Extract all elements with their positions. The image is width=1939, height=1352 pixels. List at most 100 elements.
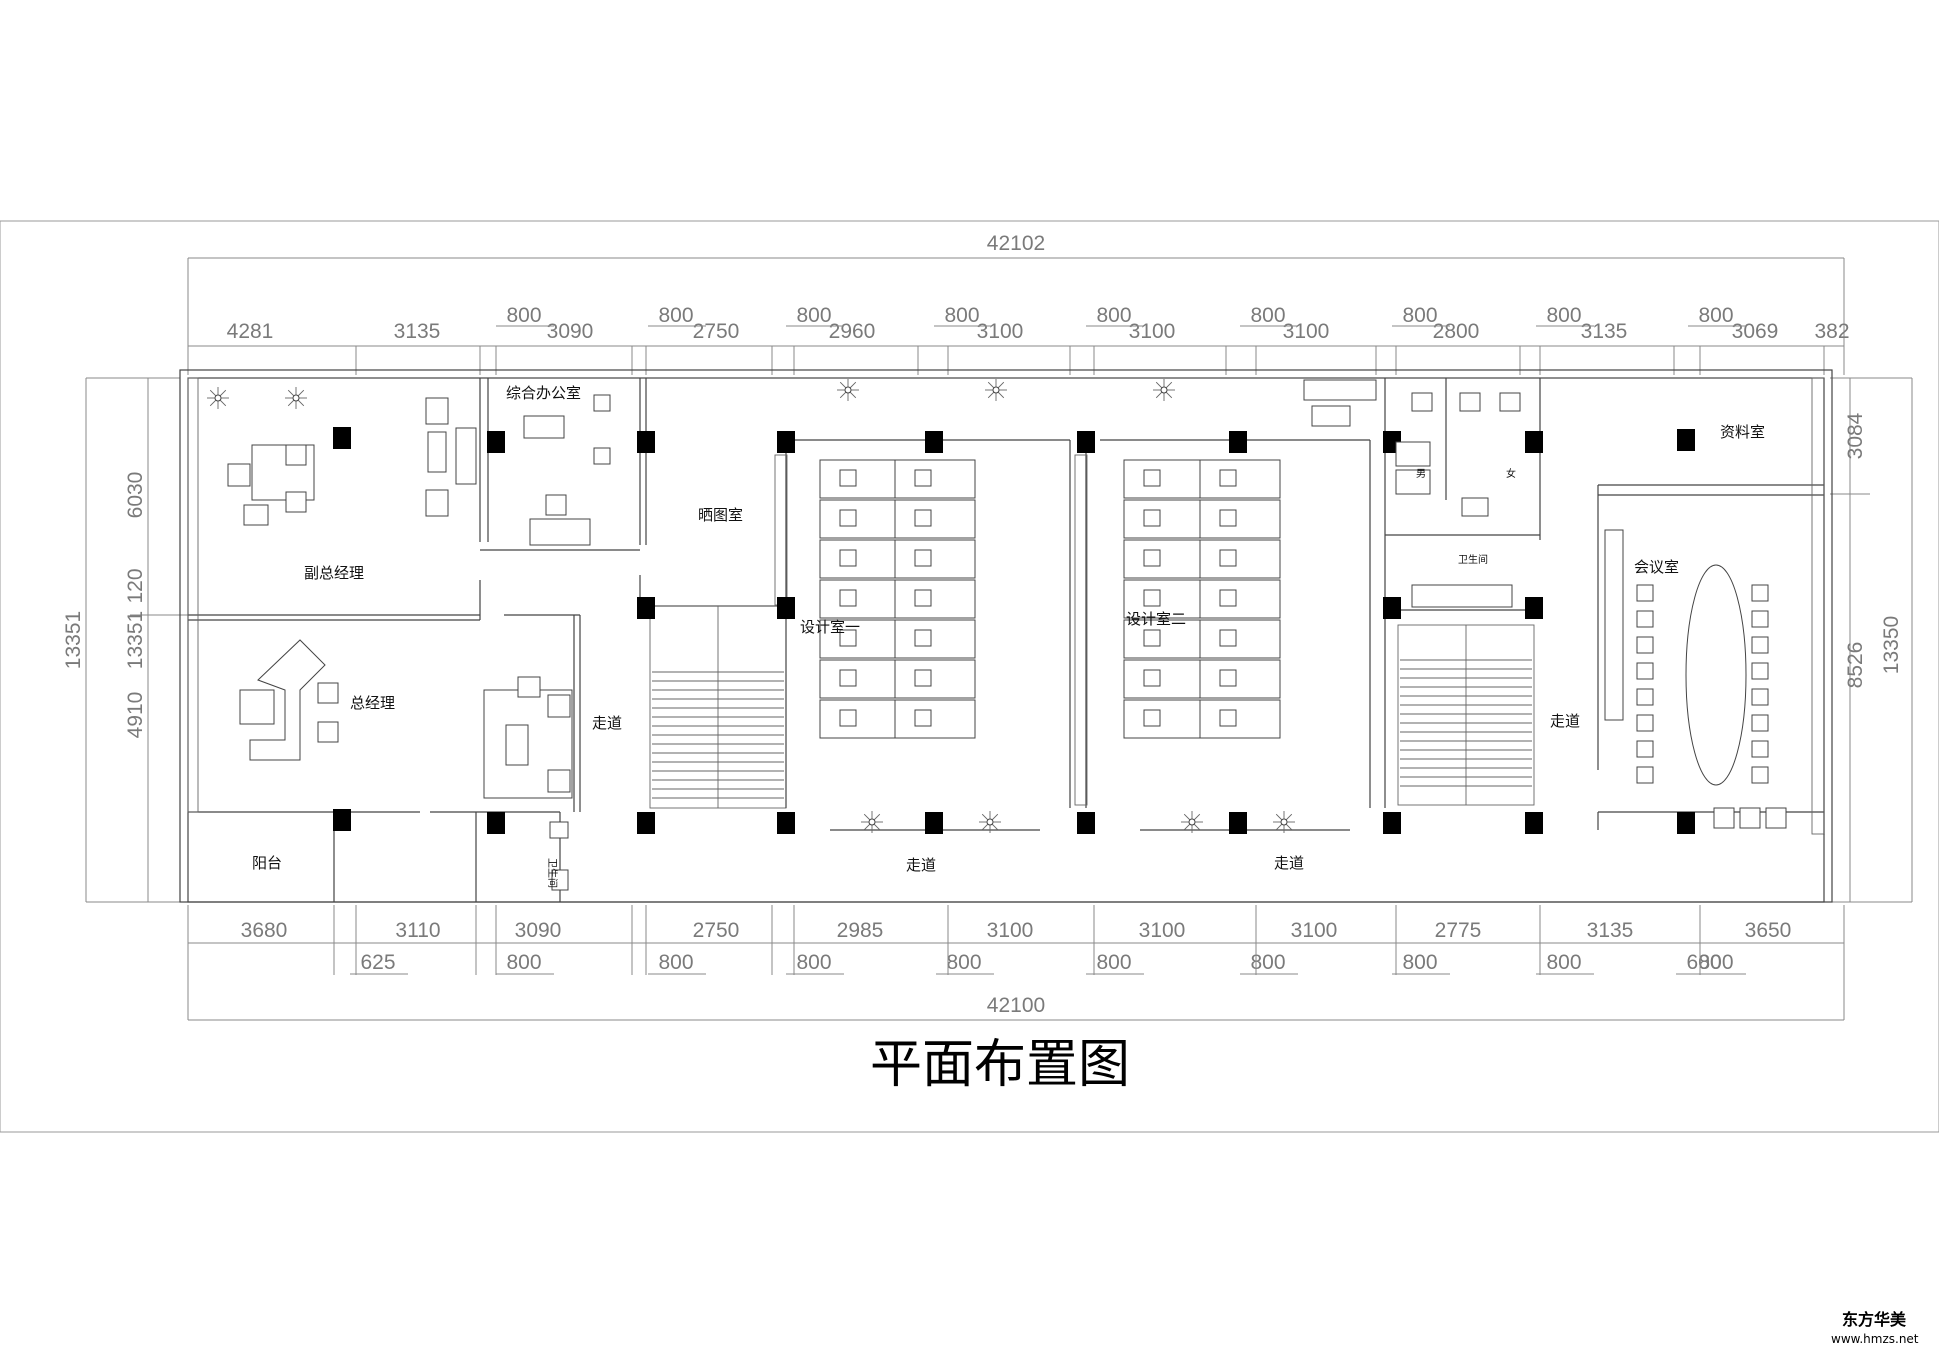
room-wc-1: 卫生间: [1458, 553, 1488, 566]
desk-r1-s0-0: [1123, 459, 1205, 499]
dim-top-b-1: 800: [658, 304, 693, 327]
dim-bottom-a-1: 3110: [395, 919, 440, 942]
dim-top-a-7: 3100: [1283, 320, 1330, 343]
dim-left: 13351 6030 120 13351 4910: [62, 377, 190, 903]
desk-chair-r1-s0-4: [1143, 629, 1161, 647]
desk-r0-s0-6: [819, 699, 901, 739]
dim-top-a-4: 2960: [829, 320, 876, 343]
dim-left-upper: 6030: [124, 472, 147, 519]
column-8: [777, 597, 795, 619]
watermark-name: 东方华美: [1842, 1310, 1907, 1329]
dim-top-overall-label: 42102: [987, 232, 1045, 255]
dim-bottom-b-10: 600: [1686, 951, 1721, 974]
room-meeting: 会议室: [1634, 558, 1679, 576]
meeting-chair-r-7: [1751, 766, 1769, 784]
room-labels: 副总经理 总经理 综合办公室 晒图室 设计室一 设计室二 资料室 会议室 阳台 …: [252, 384, 1765, 888]
workstations: [819, 459, 1281, 739]
dim-top-a-5: 3100: [977, 320, 1024, 343]
dim-bottom-overall-label: 42100: [987, 994, 1045, 1017]
column-22: [1677, 429, 1695, 451]
column-3: [487, 812, 505, 834]
desk-r1-s0-5: [1123, 659, 1205, 699]
furniture: [227, 379, 1787, 891]
desk-chair-r0-s1-1: [914, 509, 932, 527]
desk-chair-r0-s1-6: [914, 709, 932, 727]
desk-r1-s1-6: [1199, 699, 1281, 739]
drawing-frame: [0, 220, 1939, 1133]
desk-r1-s0-1: [1123, 499, 1205, 539]
dim-left-total: 13351: [62, 611, 85, 669]
desk-r1-s0-3: [1123, 579, 1205, 619]
column-10: [925, 431, 943, 453]
desk-chair-r1-s1-4: [1219, 629, 1237, 647]
room-corridor-2: 走道: [906, 856, 936, 874]
dim-bottom-a-10: 3650: [1745, 919, 1792, 942]
desk-chair-r1-s0-1: [1143, 509, 1161, 527]
column-19: [1525, 431, 1543, 453]
room-design-1: 设计室一: [800, 618, 860, 636]
desk-r1-s1-4: [1199, 619, 1281, 659]
column-9: [777, 812, 795, 834]
dim-bottom-b-9: 800: [1698, 951, 1733, 974]
drawing-title: 平面布置图: [870, 1035, 1130, 1095]
dim-bottom-b-4: 800: [946, 951, 981, 974]
dim-top-b-2: 800: [796, 304, 831, 327]
dim-bottom-a-9: 3135: [1587, 919, 1634, 942]
meeting-chair-r-4: [1751, 688, 1769, 706]
meeting-chair-r-0: [1751, 584, 1769, 602]
plant-1: [285, 387, 307, 409]
column-4: [637, 431, 655, 453]
dim-right-upper: 3084: [1844, 412, 1867, 459]
desk-r1-s1-0: [1199, 459, 1281, 499]
room-archive: 资料室: [1720, 423, 1765, 441]
desk-r1-s1-5: [1199, 659, 1281, 699]
column-15: [1229, 812, 1247, 834]
room-design-2: 设计室二: [1126, 610, 1186, 628]
desk-chair-r1-s1-6: [1219, 709, 1237, 727]
plant-2: [837, 379, 859, 401]
desk-chair-r0-s1-0: [914, 469, 932, 487]
desk-r1-s0-2: [1123, 539, 1205, 579]
dim-bottom-overall: 42100: [187, 940, 1845, 1021]
desk-chair-r1-s0-2: [1143, 549, 1161, 567]
desk-r0-s1-3: [894, 579, 976, 619]
dim-bottom-b-0: 625: [360, 951, 395, 974]
desk-chair-r0-s0-2: [839, 549, 857, 567]
desk-r0-s0-2: [819, 539, 901, 579]
dim-bottom-a-5: 3100: [987, 919, 1034, 942]
building-walls: [179, 369, 1833, 903]
dim-top-a-8: 2800: [1433, 320, 1480, 343]
desk-r0-s0-1: [819, 499, 901, 539]
dim-bottom-a-3: 2750: [693, 919, 740, 942]
desk-chair-r1-s1-5: [1219, 669, 1237, 687]
room-balcony: 阳台: [252, 854, 282, 872]
desk-chair-r1-s1-0: [1219, 469, 1237, 487]
meeting-chair-r-2: [1751, 636, 1769, 654]
dim-top-b-8: 800: [1698, 304, 1733, 327]
column-2: [487, 431, 505, 453]
meeting-chair-l-0: [1636, 584, 1654, 602]
structural-columns: [333, 427, 1695, 834]
plant-4: [1153, 379, 1175, 401]
dim-top-overall: 42102: [187, 232, 1845, 370]
column-11: [925, 812, 943, 834]
desk-chair-r0-s0-0: [839, 469, 857, 487]
desk-r0-s1-2: [894, 539, 976, 579]
column-6: [637, 812, 655, 834]
desk-chair-r1-s1-2: [1219, 549, 1237, 567]
room-corridor-3: 走道: [1274, 854, 1304, 872]
dim-bottom-b-2: 800: [658, 951, 693, 974]
dim-right-total: 13350: [1880, 616, 1903, 674]
desk-chair-r0-s0-4: [839, 629, 857, 647]
dim-bottom-a-4: 2985: [837, 919, 884, 942]
dim-right-lower: 8526: [1844, 642, 1867, 689]
desk-r0-s0-5: [819, 659, 901, 699]
plant-8: [1273, 811, 1295, 833]
dim-top-a-10: 3069: [1732, 320, 1779, 343]
desk-chair-r1-s1-3: [1219, 589, 1237, 607]
desk-chair-r0-s1-3: [914, 589, 932, 607]
desk-chair-r1-s1-1: [1219, 509, 1237, 527]
meeting-chair-r-6: [1751, 740, 1769, 758]
plant-5: [861, 811, 883, 833]
column-13: [1077, 812, 1095, 834]
